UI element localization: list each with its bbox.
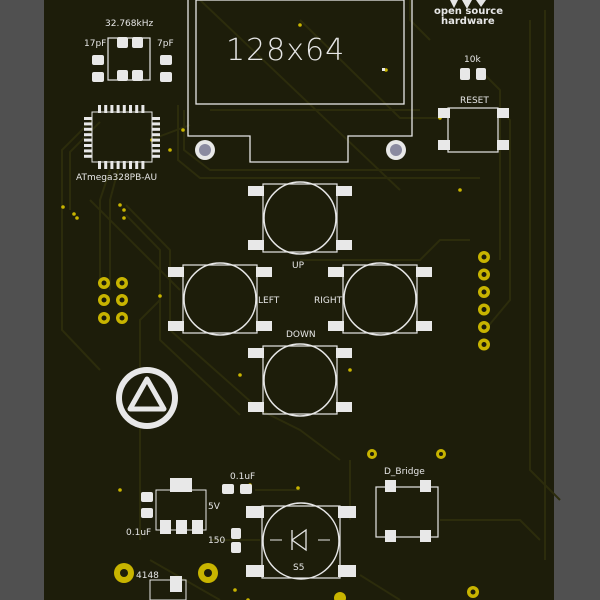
bridge-label: D_Bridge bbox=[384, 467, 425, 477]
cap-left-label: 17pF bbox=[84, 39, 107, 49]
crystal-label: 32.768kHz bbox=[105, 19, 154, 29]
res150-label: 150 bbox=[208, 536, 226, 546]
osh-logo-icon bbox=[450, 0, 486, 9]
button-left bbox=[168, 262, 272, 336]
diode-bridge bbox=[367, 449, 446, 542]
mcu-label: ATmega328PB-AU bbox=[76, 173, 158, 183]
button-right bbox=[328, 262, 432, 336]
trace-layer bbox=[61, 0, 561, 600]
osh-line1-label: open source bbox=[434, 6, 503, 17]
resistor-10k bbox=[460, 68, 486, 80]
oled-display-outline bbox=[187, 0, 413, 163]
switch-s5-label: S5 bbox=[293, 563, 305, 573]
crystal-cap-left bbox=[92, 55, 104, 82]
cap-0-1uf-left bbox=[141, 492, 153, 518]
display-label: 128x64 bbox=[226, 33, 346, 68]
reset-switch bbox=[438, 107, 509, 153]
resistor-10k-label: 10k bbox=[464, 55, 481, 65]
button-down bbox=[248, 343, 352, 417]
isp-header bbox=[98, 277, 128, 324]
cap-0-1uf-top bbox=[222, 484, 252, 494]
cap-right-label: 7pF bbox=[157, 39, 174, 49]
reset-label: RESET bbox=[460, 96, 489, 106]
left-label: LEFT bbox=[258, 296, 280, 306]
down-label: DOWN bbox=[286, 330, 316, 340]
cap-bottom-label: 0.1uF bbox=[126, 528, 152, 538]
osh-line2-label: hardware bbox=[441, 16, 495, 27]
regulator-footprint bbox=[155, 478, 207, 534]
crystal-footprint bbox=[107, 37, 151, 81]
regulator-label: 5V bbox=[208, 502, 220, 512]
crystal-cap-right bbox=[160, 55, 172, 82]
pin-header-right bbox=[478, 251, 490, 351]
right-label: RIGHT bbox=[314, 296, 343, 306]
pcb-board bbox=[44, 0, 554, 600]
diode-4148-label: 4148 bbox=[136, 571, 159, 581]
diode-4148 bbox=[114, 563, 479, 600]
button-up bbox=[248, 181, 352, 255]
cap-top-label: 0.1uF bbox=[230, 472, 256, 482]
switch-s5 bbox=[246, 502, 356, 580]
up-label: UP bbox=[292, 261, 305, 271]
mcu-footprint bbox=[84, 105, 160, 169]
ambigram-logo-icon bbox=[116, 367, 178, 429]
resistor-150 bbox=[231, 528, 241, 553]
